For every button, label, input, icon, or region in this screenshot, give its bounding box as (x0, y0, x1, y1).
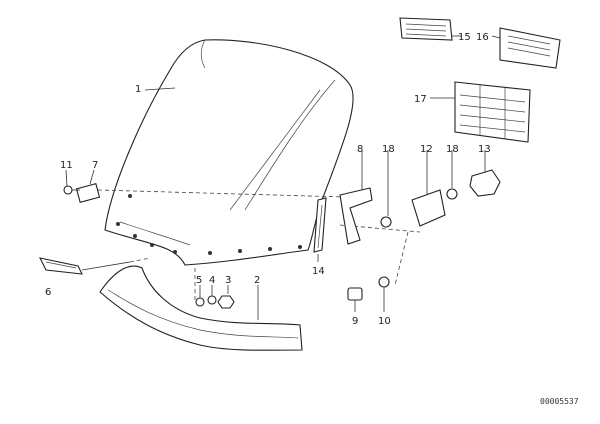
callout-18-a: 18 (382, 144, 395, 155)
callout-6: 6 (45, 287, 51, 298)
adjusting-knob (469, 150, 501, 197)
callout-7: 7 (92, 160, 98, 171)
callout-13: 13 (478, 144, 491, 155)
callout-16: 16 (476, 32, 489, 43)
bolt-and-washer (347, 276, 390, 312)
lower-trim-strip (99, 265, 303, 351)
windshield (104, 39, 354, 266)
leader-lines (65, 35, 501, 320)
callout-17: 17 (414, 94, 427, 105)
bracket-12 (411, 150, 446, 227)
reference-number: 00005537 (540, 397, 579, 406)
callout-18-b: 18 (446, 144, 459, 155)
callout-10: 10 (378, 316, 391, 327)
callout-14: 14 (312, 266, 325, 277)
callout-3: 3 (225, 275, 231, 286)
washers (380, 150, 458, 228)
callout-4: 4 (209, 275, 215, 286)
callout-9: 9 (352, 316, 358, 327)
indicator-lens (38, 257, 131, 275)
callout-12: 12 (420, 144, 433, 155)
callout-5: 5 (196, 275, 202, 286)
fasteners-center (195, 295, 235, 309)
grille-15 (399, 17, 453, 41)
callout-8: 8 (357, 144, 363, 155)
grille-16 (499, 27, 561, 69)
callout-11: 11 (60, 160, 73, 171)
callout-15: 15 (458, 32, 471, 43)
callout-1: 1 (135, 84, 141, 95)
grille-17 (454, 81, 531, 143)
mounting-plate-left (63, 182, 101, 204)
vertical-seal (313, 197, 327, 253)
bracket-8 (339, 150, 373, 245)
callout-2: 2 (254, 275, 260, 286)
guide-lines (97, 189, 421, 300)
